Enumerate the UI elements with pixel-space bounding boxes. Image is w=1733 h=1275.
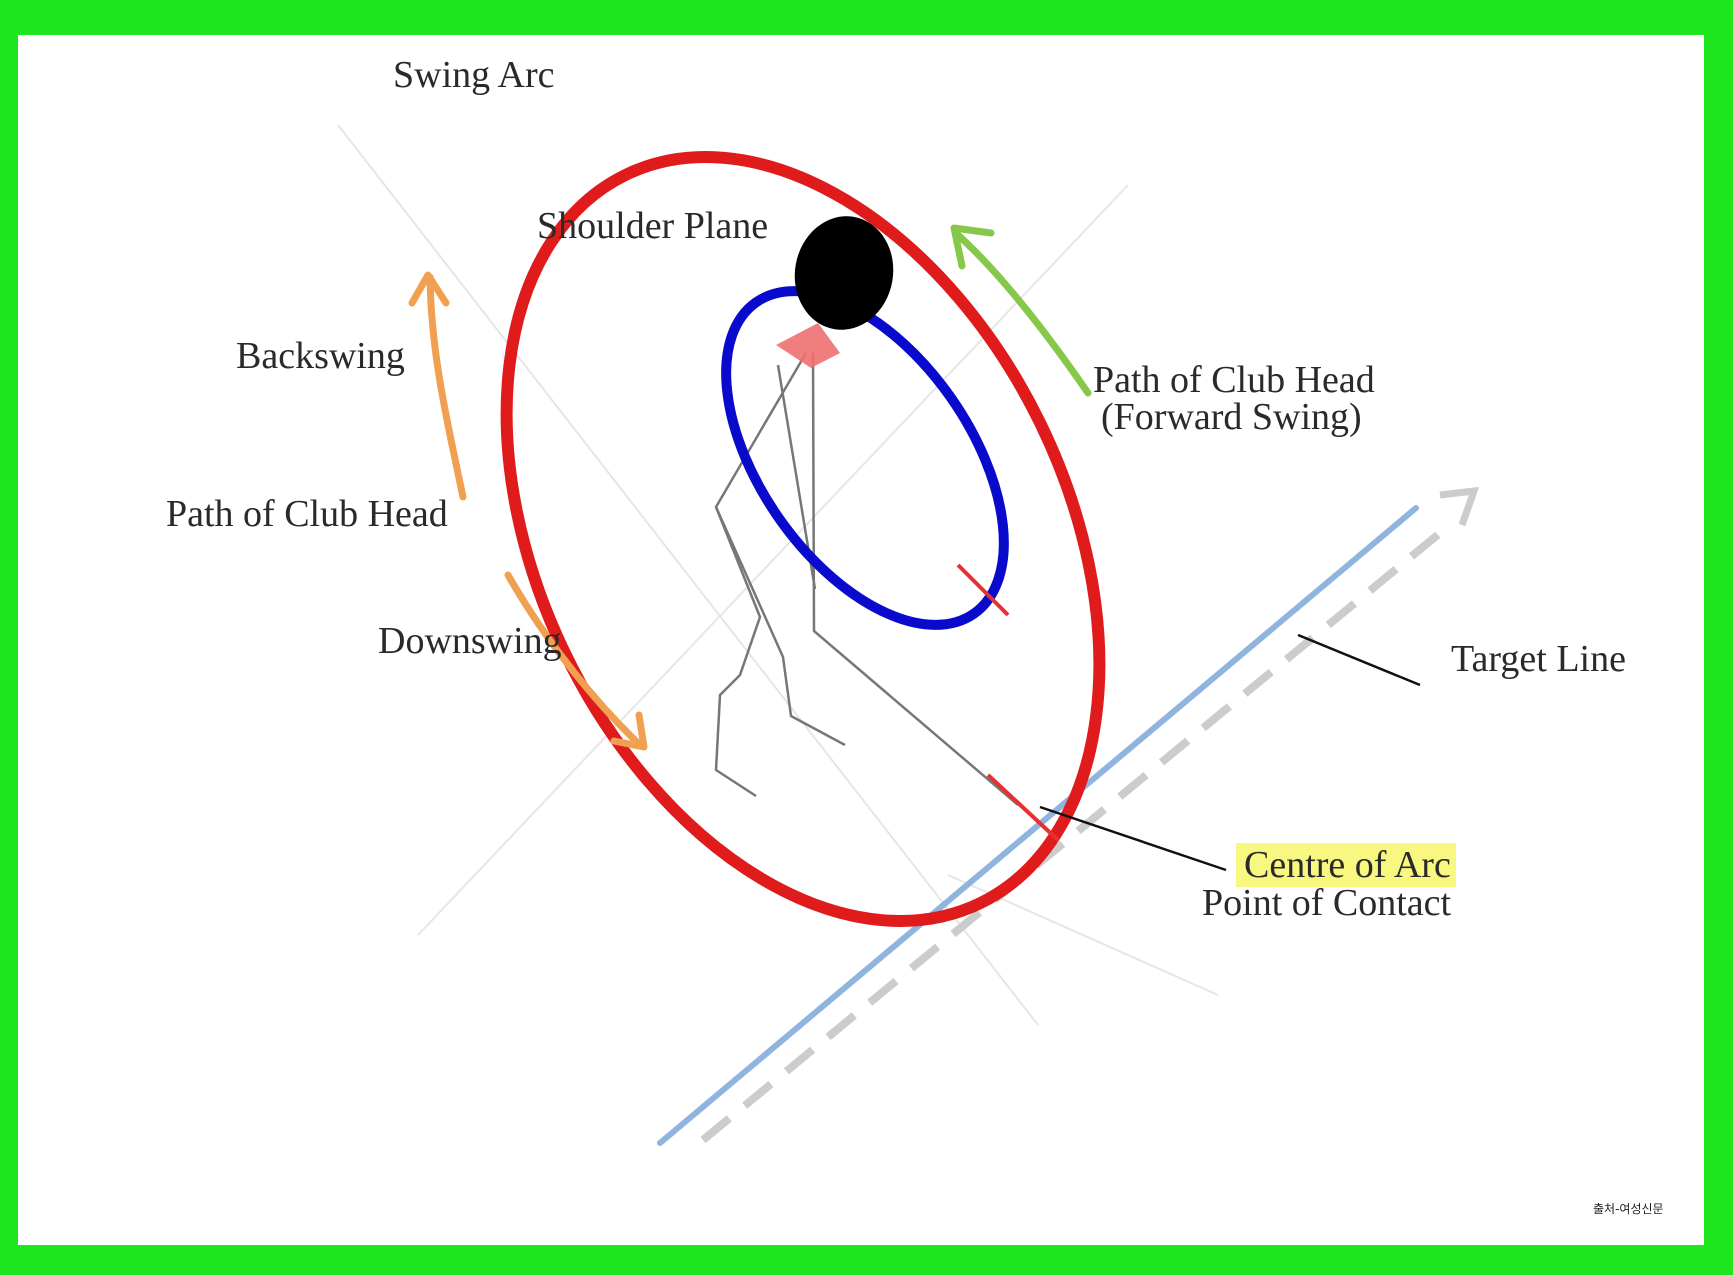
forward-swing-label-line1: Path of Club Head xyxy=(1093,359,1375,401)
arc-contact-tick xyxy=(986,773,1060,842)
source-credit: 출처-여성신문 xyxy=(1593,1202,1664,1216)
forward-swing-arrow xyxy=(954,231,1092,397)
forward-swing-label-line2: (Forward Swing) xyxy=(1101,396,1362,438)
shoulder-plane-label: Shoulder Plane xyxy=(537,205,768,247)
backswing-arrowhead xyxy=(408,271,450,307)
backswing-label: Backswing xyxy=(236,335,405,377)
shoulder-plane-ellipse xyxy=(721,286,1009,630)
centre-of-arc-highlight xyxy=(1236,843,1456,887)
target-line-leader xyxy=(1297,633,1421,687)
target-line xyxy=(657,505,1419,1146)
shoulder-contact-tick xyxy=(956,563,1010,617)
contact-leader xyxy=(1039,805,1227,872)
golfer-stick-figure xyxy=(714,352,1019,806)
centre-of-arc-label: Centre of Arc xyxy=(1244,844,1451,886)
path-of-club-head-label: Path of Club Head xyxy=(166,493,448,535)
downswing-label: Downswing xyxy=(378,620,562,662)
downswing-arrowhead xyxy=(610,711,648,751)
diagram-frame: Swing Arc Shoulder Plane Backswing Path … xyxy=(18,35,1704,1245)
backswing-arrow xyxy=(426,273,467,501)
swing-arc-label: Swing Arc xyxy=(393,54,555,96)
golfer-head xyxy=(794,216,894,330)
target-line-label: Target Line xyxy=(1451,638,1626,680)
shoulder-highlight-mark xyxy=(776,323,840,368)
point-of-contact-label: Point of Contact xyxy=(1202,882,1452,924)
dashed-direction-arrow xyxy=(700,486,1480,1144)
golf-swing-diagram: Swing Arc Shoulder Plane Backswing Path … xyxy=(166,54,1664,1216)
forward-swing-arrowhead xyxy=(950,224,995,270)
downswing-arrow xyxy=(504,571,644,749)
swing-arc-ellipse xyxy=(500,151,1106,927)
